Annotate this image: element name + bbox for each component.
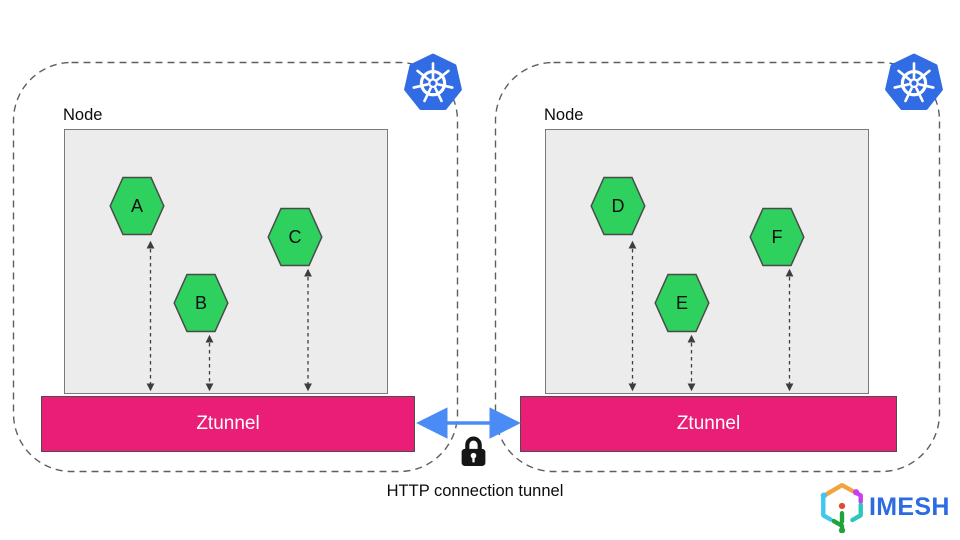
pod-label: C <box>288 226 302 247</box>
pod-label: F <box>771 226 783 247</box>
kubernetes-logo <box>885 53 943 111</box>
ztunnel-bar-left: Ztunnel <box>41 396 415 452</box>
pod-a: A <box>109 176 165 236</box>
pod-label: A <box>130 195 143 216</box>
ztunnel-bar-right: Ztunnel <box>520 396 897 452</box>
pod-label: D <box>611 195 625 216</box>
imesh-logo: IMESH <box>818 480 950 534</box>
kubernetes-logo <box>404 53 462 111</box>
pod-d: D <box>590 176 646 236</box>
node-label-right: Node <box>544 106 584 124</box>
node-box-left <box>64 129 388 394</box>
ztunnel-label: Ztunnel <box>196 413 260 434</box>
pod-f: F <box>749 207 805 267</box>
pod-b: B <box>173 273 229 333</box>
tunnel-caption: HTTP connection tunnel <box>386 482 564 500</box>
lock-icon <box>461 436 486 466</box>
node-label-left: Node <box>63 106 103 124</box>
pod-c: C <box>267 207 323 267</box>
imesh-cube-icon <box>820 482 863 533</box>
pod-e: E <box>654 273 710 333</box>
pod-label: B <box>194 292 207 313</box>
node-box-right <box>545 129 869 394</box>
ztunnel-label: Ztunnel <box>676 413 741 434</box>
imesh-wordmark: IMESH <box>869 492 950 521</box>
pod-label: E <box>675 292 688 313</box>
